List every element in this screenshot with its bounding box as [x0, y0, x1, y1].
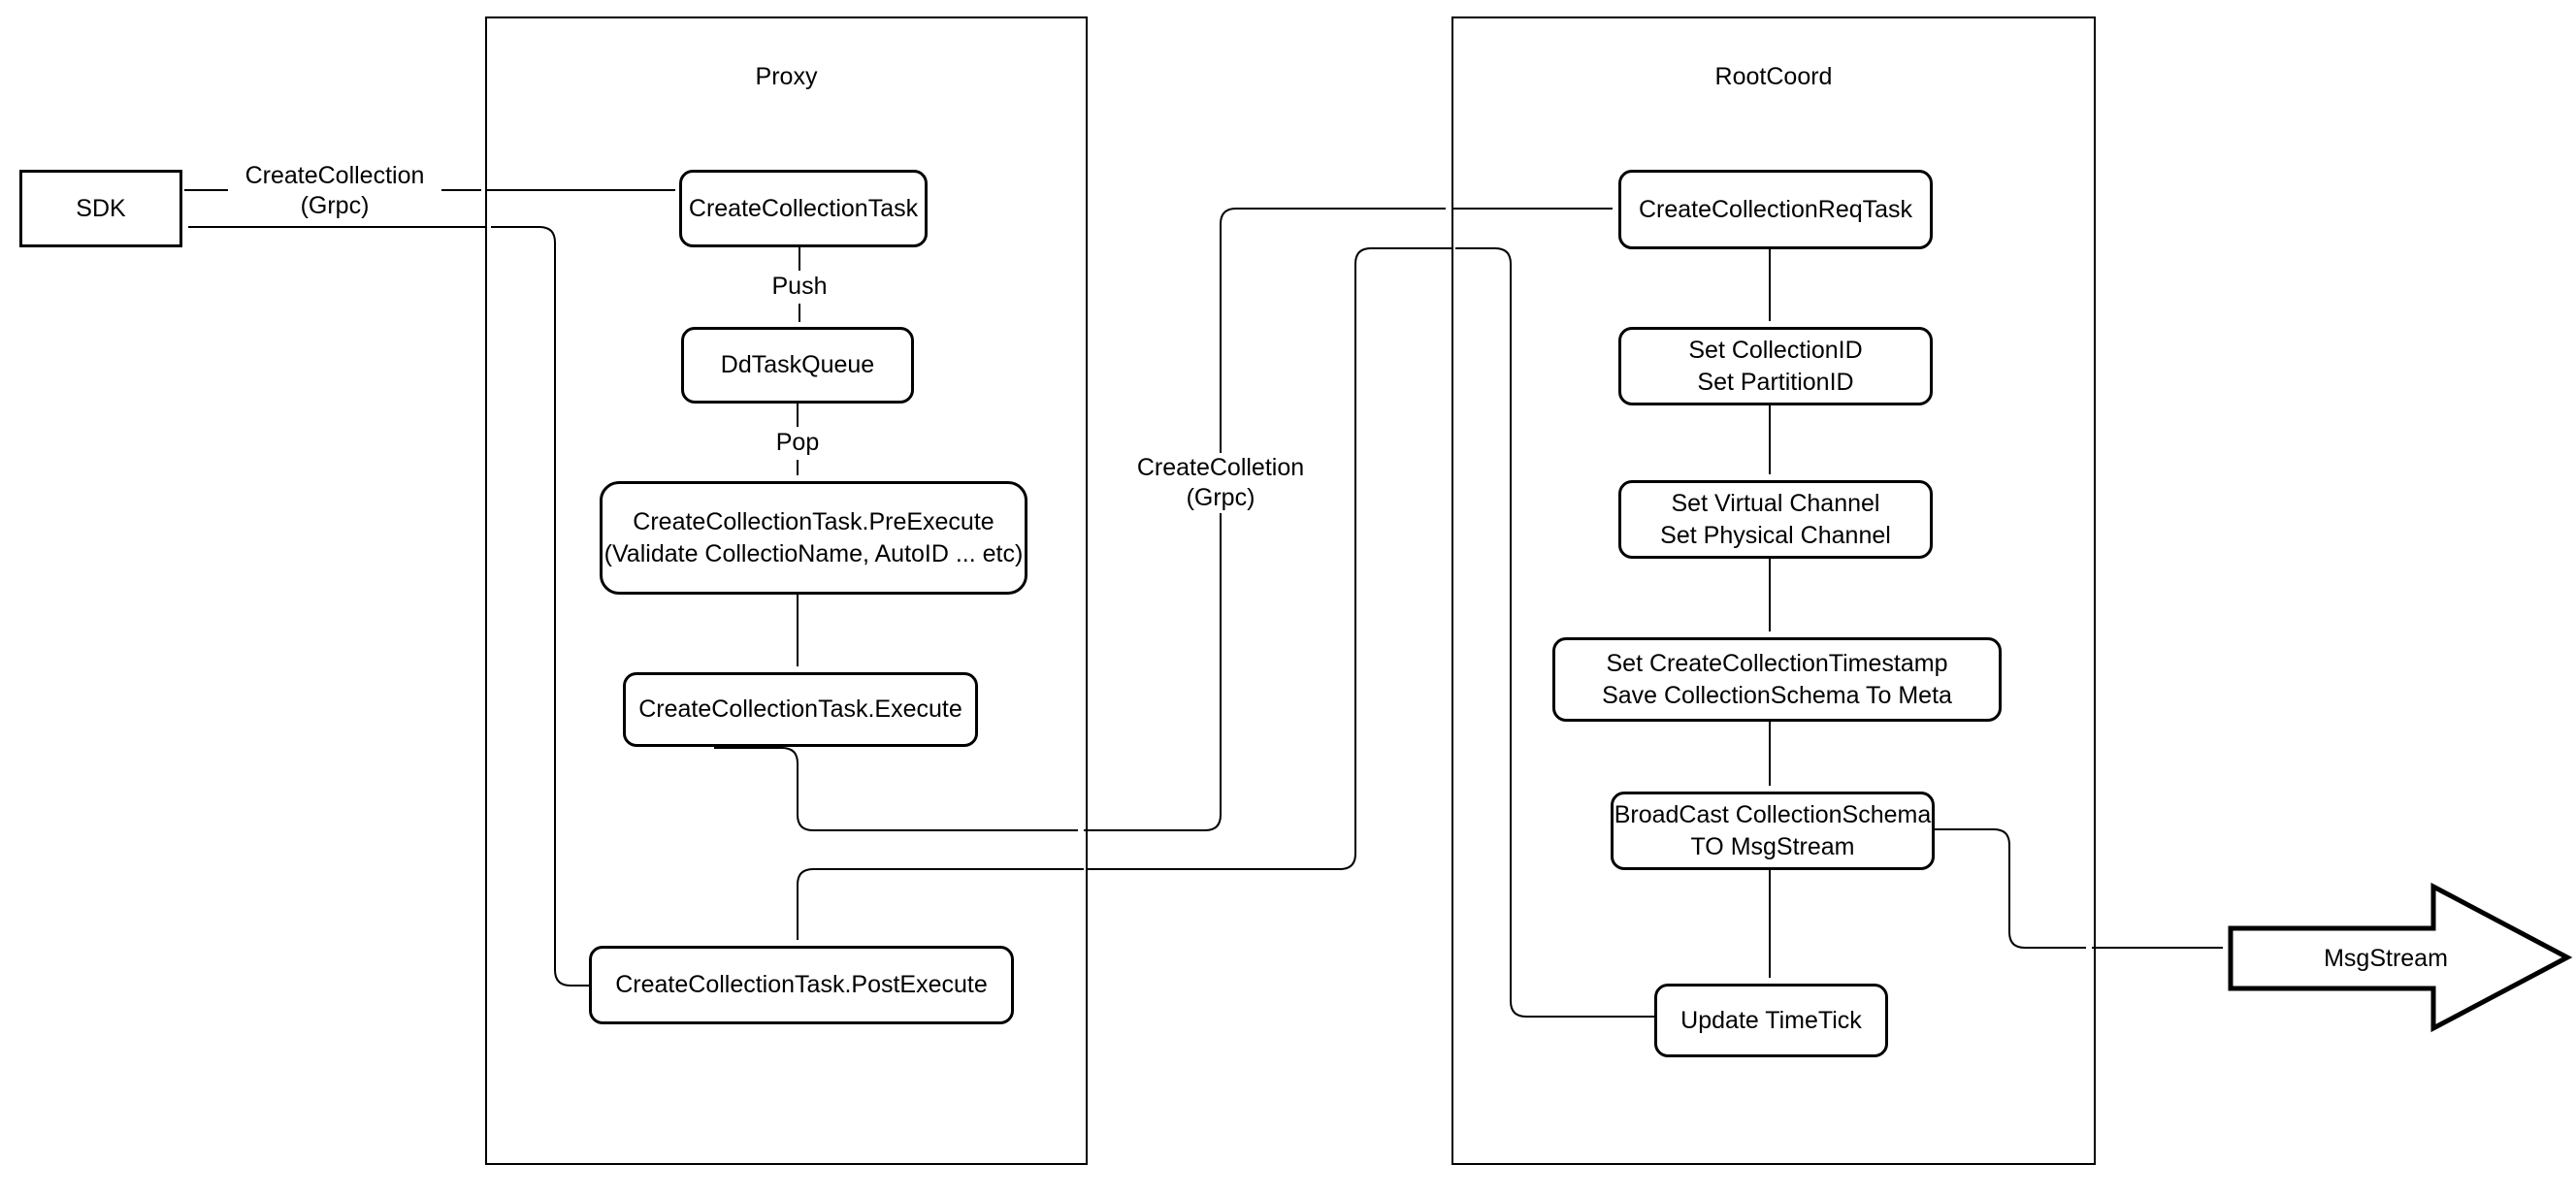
node-set-collection-id: Set CollectionID Set PartitionID — [1618, 327, 1933, 405]
container-rootcoord: RootCoord — [1451, 16, 2096, 1165]
node-post-execute: CreateCollectionTask.PostExecute — [589, 946, 1014, 1024]
msgstream-arrow-shape — [2228, 882, 2573, 1033]
edge-label-pop: Pop — [754, 427, 841, 460]
edge-proxy-to-rootcoord — [1084, 208, 1446, 831]
proxy-title: Proxy — [755, 63, 818, 90]
edge-post-to-proxy-border — [491, 226, 589, 987]
edge-timetick-to-rootcoord-border — [1455, 247, 1654, 1018]
edge-exec-to-proxy-border — [714, 747, 1078, 831]
node-broadcast: BroadCast CollectionSchema TO MsgStream — [1611, 792, 1935, 870]
node-update-timetick: Update TimeTick — [1654, 984, 1888, 1057]
node-pre-execute: CreateCollectionTask.PreExecute (Validat… — [600, 481, 1027, 595]
node-dd-task-queue: DdTaskQueue — [681, 327, 914, 404]
node-sdk: SDK — [19, 170, 182, 247]
node-set-channels: Set Virtual Channel Set Physical Channel — [1618, 480, 1933, 559]
container-proxy: Proxy — [485, 16, 1088, 1165]
node-execute: CreateCollectionTask.Execute — [623, 672, 978, 747]
edge-label-push: Push — [756, 271, 843, 304]
edge-label-create-colletion-grpc: CreateColletion (Grpc) — [1114, 453, 1327, 513]
edge-broadcast-to-rootcoord-border — [1935, 828, 2086, 949]
node-create-collection-req-task: CreateCollectionReqTask — [1618, 170, 1933, 249]
node-set-timestamp: Set CreateCollectionTimestamp Save Colle… — [1552, 637, 2002, 722]
node-create-collection-task: CreateCollectionTask — [679, 170, 928, 247]
rootcoord-title: RootCoord — [1714, 63, 1833, 90]
edge-rootcoord-to-proxy-return — [1088, 247, 1451, 870]
edge-proxy-border-to-post — [797, 868, 1084, 940]
edge-label-create-collection-grpc: CreateCollection (Grpc) — [228, 161, 441, 221]
msgstream-label: MsgStream — [2324, 944, 2448, 972]
